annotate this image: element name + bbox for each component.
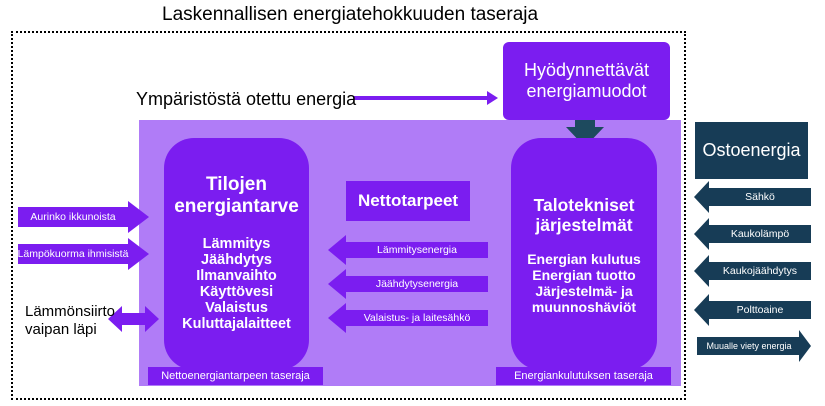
- building-systems-box: [511, 138, 657, 370]
- calculation-boundary: [11, 31, 686, 400]
- cooling-energy-label: Jäähdytysenergia: [375, 278, 459, 290]
- building-systems-title-line2: järjestelmät: [535, 215, 633, 235]
- environment-energy-label: Ympäristöstä otettu energia: [136, 89, 357, 109]
- exported-energy-label: Muualle viety energia: [706, 341, 792, 351]
- envelope-transfer-label: Lämmönsiirto vaipan läpi: [25, 303, 115, 339]
- building-systems-item: Järjestelmä- ja: [535, 283, 633, 299]
- space-demand-item: Käyttövesi: [199, 284, 274, 300]
- space-demand-item: Jäähdytys: [201, 252, 272, 268]
- envelope-transfer-arrow: [108, 306, 159, 332]
- space-demand-item: Lämmitys: [202, 236, 271, 252]
- district-heating-arrow: [694, 218, 811, 250]
- boundary-title: Laskennallisen energiatehokkuuden tasera…: [162, 4, 539, 25]
- occupant-heat-label: Lämpökuorma ihmisistä: [17, 248, 129, 260]
- net-boundary-label: Nettoenergiantarpeen taseraja: [148, 367, 323, 385]
- space-demand-list: Lämmitys Jäähdytys Ilmanvaihto Käyttöves…: [164, 236, 309, 332]
- district-heating-label: Kaukolämpö: [730, 228, 790, 240]
- building-systems-item: Energian kulutus: [527, 251, 641, 267]
- net-demand-box: Nettotarpeet: [346, 181, 470, 221]
- building-systems-item: Energian tuotto: [532, 267, 636, 283]
- district-cooling-arrow: [694, 255, 811, 287]
- building-systems-item: muunnoshäviöt: [531, 299, 637, 315]
- utilized-energy-line2: energiamuodot: [526, 81, 647, 101]
- solar-arrow: [18, 201, 149, 233]
- envelope-transfer-line1: Lämmönsiirto: [25, 303, 116, 320]
- utilized-energy-line1: Hyödynnettävät: [523, 60, 650, 80]
- electricity-arrow: [694, 181, 811, 213]
- space-demand-title: Tilojen energiantarve: [164, 174, 309, 218]
- fuel-label: Polttoaine: [736, 304, 784, 316]
- envelope-transfer-line2: vaipan läpi: [25, 321, 97, 338]
- environment-energy-arrow: [354, 91, 498, 105]
- occupant-heat-arrow: [18, 238, 149, 270]
- heating-energy-arrow: [328, 235, 488, 265]
- space-demand-item: Ilmanvaihto: [196, 268, 277, 284]
- fuel-arrow: [694, 294, 811, 326]
- utilized-energy-box: Hyödynnettävät energiamuodot: [503, 42, 670, 120]
- consumption-boundary-label: Energiankulutuksen taseraja: [496, 367, 671, 385]
- space-demand-box: [164, 138, 309, 370]
- district-cooling-label: Kaukojäähdytys: [722, 265, 798, 277]
- space-demand-item: Valaistus: [205, 300, 268, 316]
- space-demand-item: Kuluttajalaitteet: [182, 316, 291, 332]
- heating-energy-label: Lämmitysenergia: [377, 244, 457, 256]
- building-systems-list: Energian kulutus Energian tuotto Järjest…: [511, 251, 657, 315]
- purchased-energy-header: Ostoenergia: [695, 122, 808, 179]
- solar-label: Aurinko ikkunoista: [30, 211, 116, 223]
- electricity-label: Sähkö: [745, 191, 775, 203]
- exported-energy-arrow: [697, 330, 811, 362]
- cooling-energy-arrow: [328, 269, 488, 299]
- lighting-electricity-label: Valaistus- ja laitesähkö: [363, 312, 471, 324]
- space-demand-title-line2: energiantarve: [174, 196, 299, 217]
- building-systems-title: Talotekniset järjestelmät: [511, 195, 657, 235]
- space-demand-title-line1: Tilojen: [206, 174, 267, 195]
- building-systems-title-line1: Talotekniset: [533, 195, 635, 215]
- lighting-electricity-arrow: [328, 303, 488, 333]
